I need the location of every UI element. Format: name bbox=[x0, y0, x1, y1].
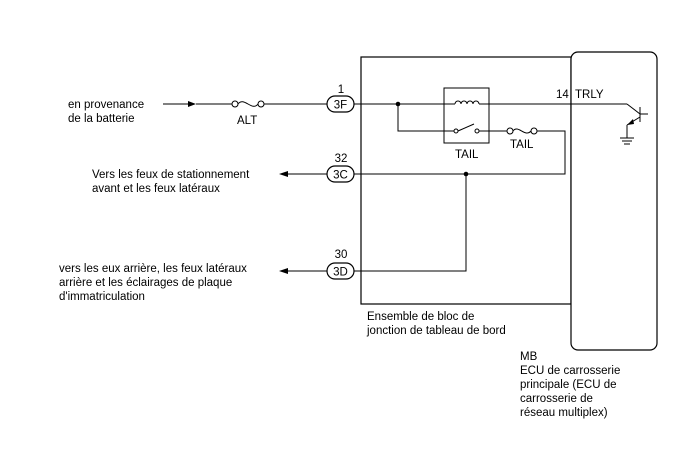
front-output-line2: avant et les feux latéraux bbox=[92, 183, 220, 195]
junction-block-name-line1: Ensemble de bloc de bbox=[367, 311, 474, 323]
body-ecu-box bbox=[570, 51, 658, 351]
tail-relay-label: TAIL bbox=[455, 149, 479, 161]
rear-feed-wire bbox=[354, 174, 467, 272]
trly-pin-number: 14 bbox=[556, 89, 569, 101]
pin-3d-number: 30 bbox=[335, 249, 348, 261]
ecu-name-line1: ECU de carrosserie bbox=[520, 365, 620, 377]
trly-terminal-name: TRLY bbox=[575, 89, 604, 101]
pin-3c-number: 32 bbox=[335, 153, 348, 165]
battery-label-line2: de la batterie bbox=[68, 113, 135, 125]
switch-feed-wire bbox=[397, 104, 449, 132]
ecu-name-line2: principale (ECU de bbox=[520, 379, 617, 391]
rear-output-line3: d'immatriculation bbox=[59, 291, 145, 303]
tail-relay bbox=[443, 87, 490, 144]
rear-output-line1: vers les eux arrière, les feux latéraux bbox=[59, 263, 247, 275]
connector-3c-code: 3C bbox=[333, 170, 348, 182]
junction-block-name-line2: jonction de tableau de bord bbox=[366, 325, 506, 337]
rear-output-line2: arrière et les éclairages de plaque bbox=[59, 277, 232, 289]
battery-label-line1: en provenance bbox=[68, 99, 144, 111]
connector-3f-code: 3F bbox=[334, 100, 347, 112]
ecu-name-line3: carrosserie de bbox=[520, 393, 593, 405]
pin-3f-number: 1 bbox=[338, 84, 344, 96]
front-output-line1: Vers les feux de stationnement bbox=[92, 169, 250, 181]
transistor-ground-icon bbox=[620, 103, 648, 145]
tail-fuse bbox=[354, 127, 566, 175]
connector-3d-code: 3D bbox=[333, 267, 348, 279]
front-output-arrow bbox=[279, 171, 288, 177]
rear-output-arrow bbox=[279, 268, 288, 274]
ecu-name-line4: réseau multiplex) bbox=[520, 407, 608, 419]
battery-input-wire bbox=[163, 100, 328, 108]
ecu-code: MB bbox=[520, 351, 538, 363]
alt-fuse-label: ALT bbox=[237, 115, 257, 127]
tail-fuse-label: TAIL bbox=[510, 139, 534, 151]
